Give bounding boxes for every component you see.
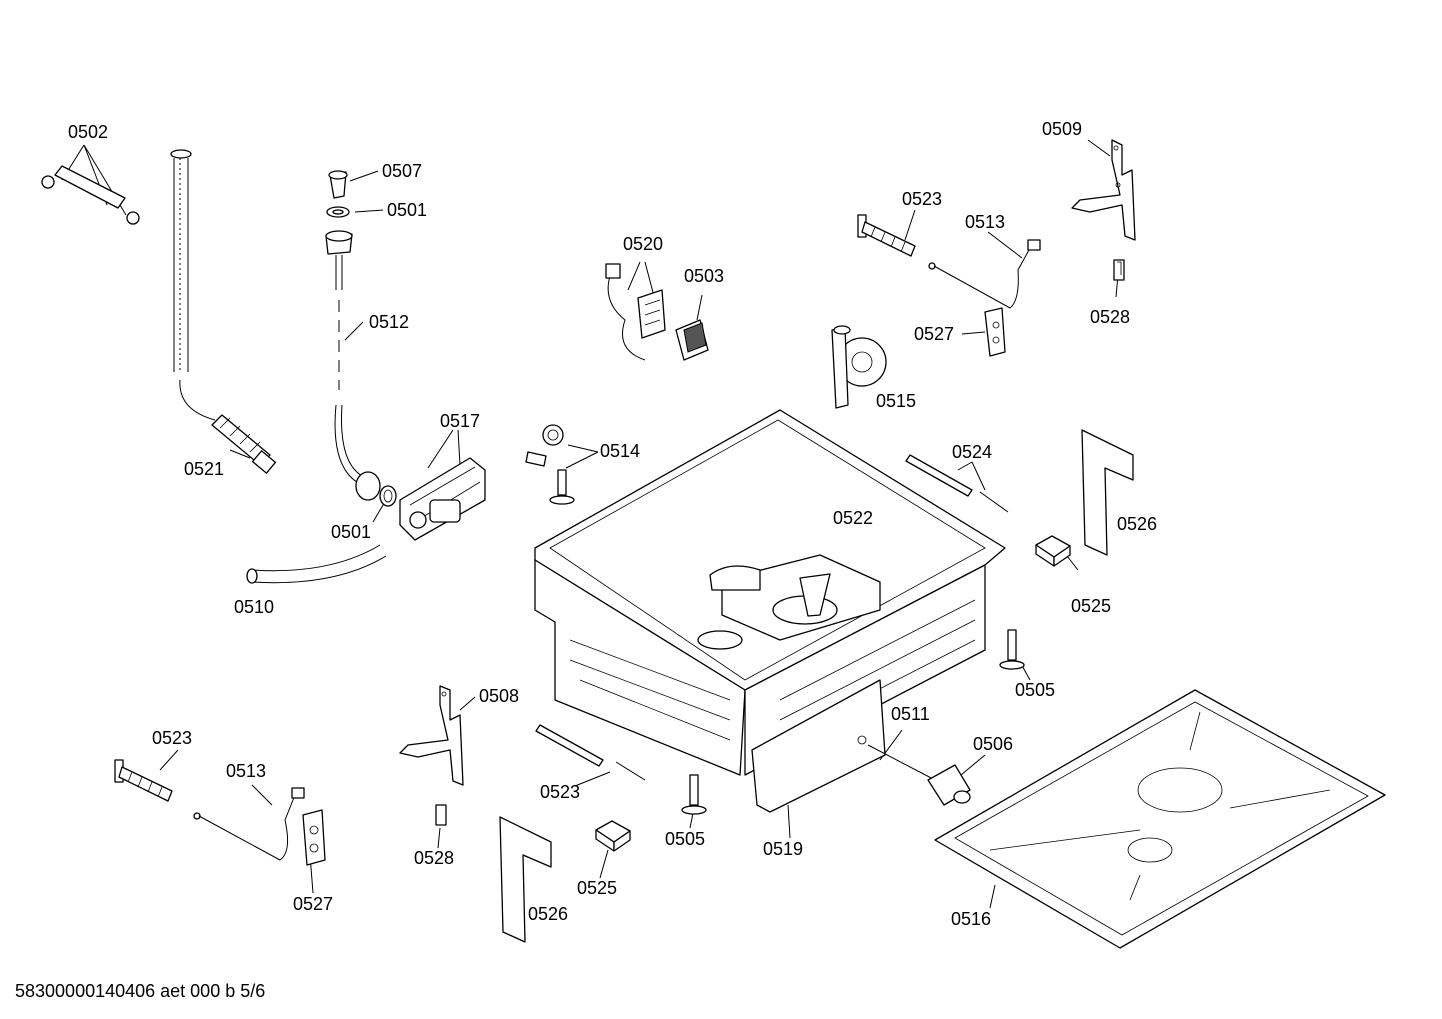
part-0512-inlet-hose — [325, 230, 381, 501]
label-0505-middle: 0505 — [665, 829, 705, 849]
part-0505-foot-middle — [681, 774, 707, 815]
part-0510-hose — [246, 544, 387, 584]
label-0516: 0516 — [951, 909, 991, 929]
label-0521: 0521 — [184, 459, 224, 479]
part-0501-seal-top — [326, 206, 350, 218]
label-0527-left: 0527 — [293, 894, 333, 914]
label-0513-left: 0513 — [226, 761, 266, 781]
part-base-tub — [534, 409, 1006, 776]
part-0526-bracket-right — [1081, 429, 1134, 556]
part-labels: 0502 0507 0501 0512 0521 0517 0501 0510 … — [68, 119, 1157, 929]
part-0516-base-plate — [934, 689, 1386, 949]
label-0501-bottom: 0501 — [331, 522, 371, 542]
label-0528-right: 0528 — [1090, 307, 1130, 327]
part-0527-clip-left — [302, 809, 326, 866]
part-0523-spring-top — [857, 214, 916, 257]
part-0523-rail-middle — [535, 724, 646, 781]
label-0506: 0506 — [973, 734, 1013, 754]
part-0501-seal-bottom — [379, 485, 397, 507]
label-0503: 0503 — [684, 266, 724, 286]
part-0508-bracket-left — [399, 685, 464, 786]
part-0513-sensor-cable-left — [193, 787, 305, 861]
label-0510: 0510 — [234, 597, 274, 617]
label-0513-top: 0513 — [965, 212, 1005, 232]
label-0509: 0509 — [1042, 119, 1082, 139]
label-0514: 0514 — [600, 441, 640, 461]
part-0525-pad-middle — [595, 820, 631, 852]
label-0501-top: 0501 — [387, 200, 427, 220]
label-0507: 0507 — [382, 161, 422, 181]
part-0503-connector — [675, 319, 709, 361]
label-0519: 0519 — [763, 839, 803, 859]
label-0515: 0515 — [876, 391, 916, 411]
part-0509-bracket-right — [1071, 139, 1136, 241]
part-0520-heater-cable — [605, 263, 666, 361]
label-0525-right: 0525 — [1071, 596, 1111, 616]
part-0521-drain-hose — [170, 149, 277, 474]
part-0528-clip-left — [435, 804, 447, 826]
part-0527-clip-top — [984, 307, 1006, 357]
part-0513-sensor-cable-top — [928, 239, 1041, 309]
part-0517-valve-bracket — [399, 457, 486, 541]
label-0508: 0508 — [479, 686, 519, 706]
part-0511-rod — [867, 744, 936, 781]
label-0523-middle: 0523 — [540, 782, 580, 802]
part-0524-rail — [905, 454, 1009, 513]
label-0526-right: 0526 — [1117, 514, 1157, 534]
label-0526-left: 0526 — [528, 904, 568, 924]
footer-document-id: 58300000140406 aet 000 b 5/6 — [15, 981, 265, 1001]
part-0519-panel — [751, 679, 886, 813]
label-0525-middle: 0525 — [577, 878, 617, 898]
label-0524: 0524 — [952, 442, 992, 462]
part-0525-pad-right — [1035, 535, 1071, 567]
part-0502-hose-piece — [41, 165, 140, 225]
label-0522: 0522 — [833, 508, 873, 528]
leader-lines — [61, 139, 1119, 909]
part-0514-gear-screw — [525, 424, 575, 505]
label-0502: 0502 — [68, 122, 108, 142]
part-0507-filter-cap — [328, 170, 348, 199]
label-0520: 0520 — [623, 234, 663, 254]
part-0523-spring-left — [114, 759, 173, 802]
label-0517: 0517 — [440, 411, 480, 431]
part-0506-cylinder — [927, 764, 971, 806]
part-0505-foot-right — [999, 629, 1025, 670]
label-0511: 0511 — [891, 704, 930, 724]
part-0526-bracket-left — [499, 816, 552, 943]
label-0528-left: 0528 — [414, 848, 454, 868]
part-0528-clip-right — [1113, 259, 1125, 281]
label-0523-top: 0523 — [902, 189, 942, 209]
label-0523-left: 0523 — [152, 728, 192, 748]
label-0527-top: 0527 — [914, 324, 954, 344]
part-0515-pump — [831, 325, 887, 409]
label-0512: 0512 — [369, 312, 409, 332]
label-0505-right: 0505 — [1015, 680, 1055, 700]
